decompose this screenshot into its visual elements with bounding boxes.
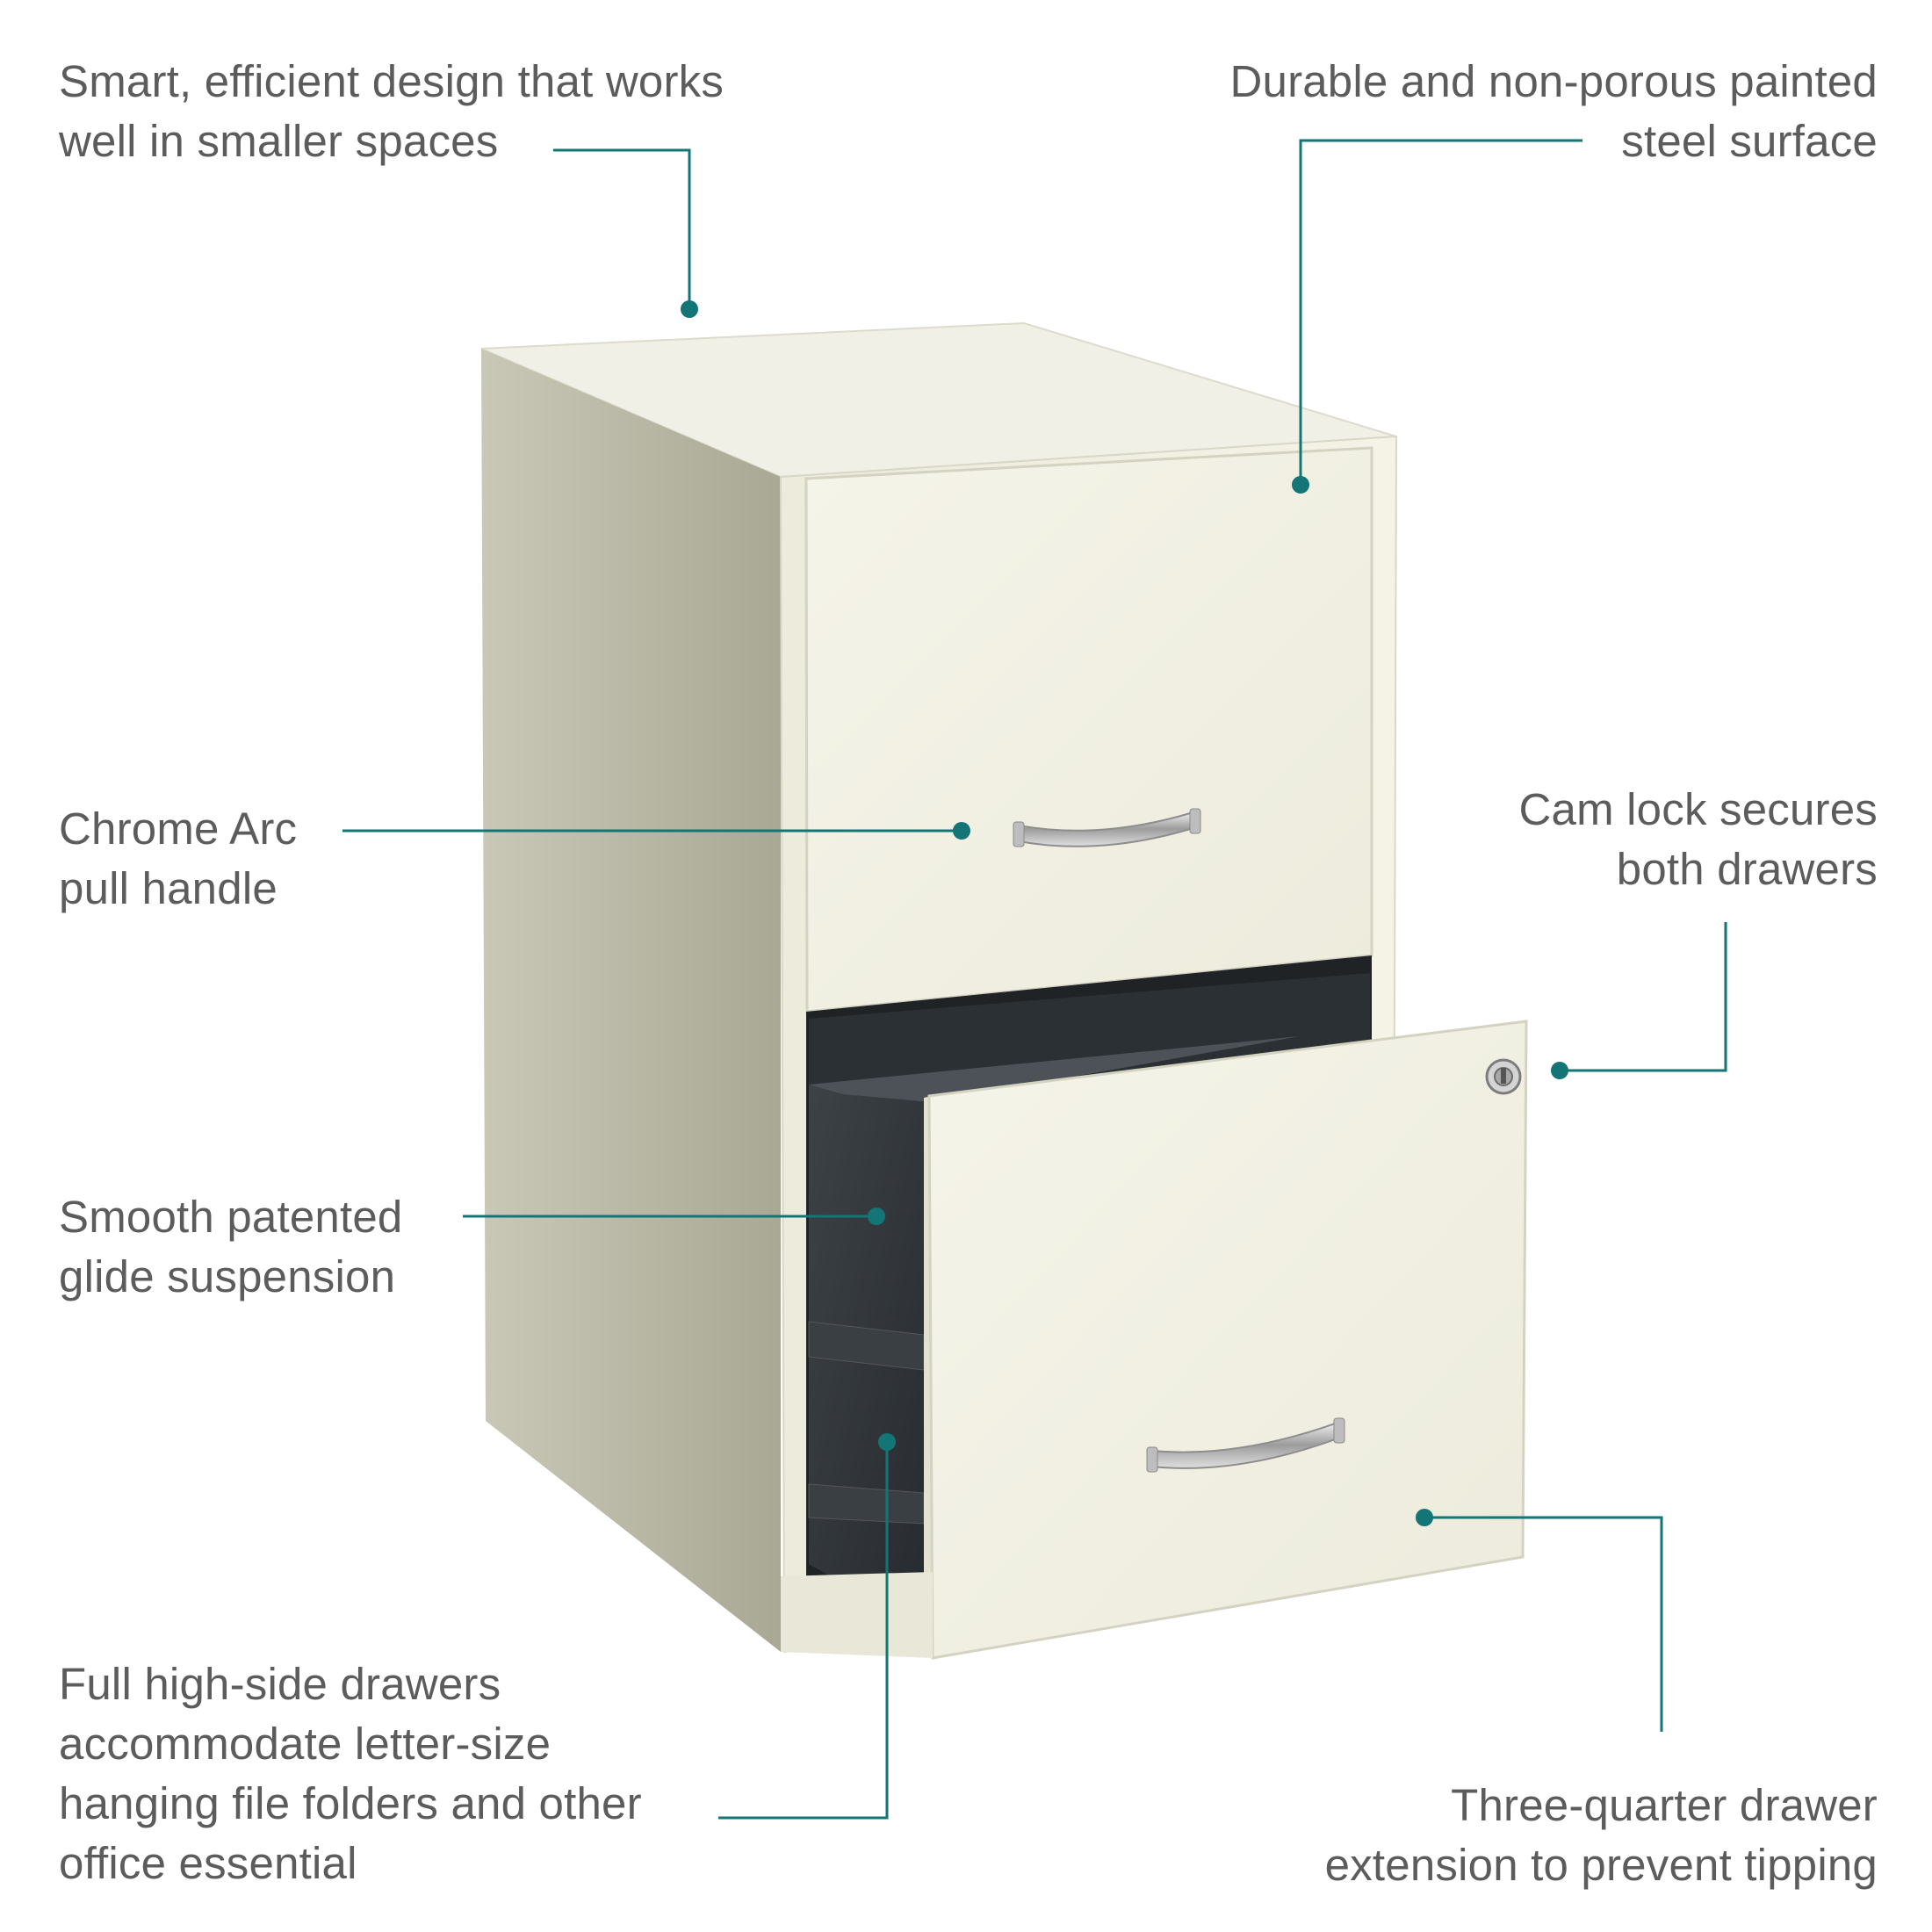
cam-lock-icon[interactable] xyxy=(1485,1058,1522,1095)
bottom-drawer[interactable] xyxy=(808,973,1528,1660)
leader-drawer-extension xyxy=(1424,1516,1663,1732)
cabinet-side-panel xyxy=(481,349,781,1652)
top-drawer[interactable] xyxy=(804,446,1373,1013)
callout-smart-design-line-1: Smart, efficient design that works xyxy=(59,56,724,106)
leader-dots xyxy=(681,300,1568,1526)
dot-glide-suspension xyxy=(868,1208,885,1225)
top-drawer-front xyxy=(804,446,1373,1013)
callout-steel-surface: Durable and non-porous painted steel sur… xyxy=(1229,52,1878,171)
callout-high-side-drawers-line-4: office essential xyxy=(59,1838,357,1888)
dot-steel-surface xyxy=(1292,476,1309,494)
callout-glide-suspension-line-1: Smooth patented xyxy=(59,1192,403,1242)
callout-cam-lock-line-2: both drawers xyxy=(1616,844,1878,894)
callout-smart-design-line-2: well in smaller spaces xyxy=(59,116,499,166)
dot-cam-lock xyxy=(1551,1062,1568,1079)
leader-lines xyxy=(342,139,1727,1820)
file-cabinet xyxy=(480,321,1528,1660)
cabinet-plinth xyxy=(781,1572,933,1658)
callout-glide-suspension-line-2: glide suspension xyxy=(59,1251,396,1301)
callout-drawer-extension-line-2: extension to prevent tipping xyxy=(1324,1840,1878,1890)
callout-cam-lock: Cam lock secures both drawers xyxy=(1519,780,1878,899)
dot-high-side-drawers xyxy=(878,1433,896,1451)
callout-high-side-drawers-line-3: hanging file folders and other xyxy=(59,1778,642,1828)
leader-cam-lock xyxy=(1560,922,1727,1072)
callout-steel-surface-line-1: Durable and non-porous painted xyxy=(1229,56,1878,106)
drawer-rim xyxy=(809,1036,1300,1102)
callout-drawer-extension-line-1: Three-quarter drawer xyxy=(1451,1780,1878,1830)
leader-steel-surface xyxy=(1299,139,1582,485)
callout-high-side-drawers-line-2: accommodate letter-size xyxy=(59,1719,551,1769)
callout-glide-suspension: Smooth patented glide suspension xyxy=(59,1187,402,1307)
leader-high-side-drawers xyxy=(718,1442,889,1820)
bottom-handle-mount-right xyxy=(1333,1417,1345,1444)
bottom-handle-mount-left xyxy=(1146,1446,1158,1473)
dot-pull-handle xyxy=(953,822,970,840)
callout-pull-handle-line-1: Chrome Arc xyxy=(59,804,298,854)
callout-steel-surface-line-2: steel surface xyxy=(1621,116,1878,166)
top-handle-mount-right xyxy=(1189,808,1201,834)
callout-smart-design: Smart, efficient design that works well … xyxy=(59,52,724,171)
callout-cam-lock-line-1: Cam lock secures xyxy=(1518,784,1878,834)
top-handle-mount-left xyxy=(1013,821,1025,847)
dot-drawer-extension xyxy=(1416,1509,1433,1526)
callout-pull-handle-line-2: pull handle xyxy=(59,863,278,913)
callout-high-side-drawers-line-1: Full high-side drawers xyxy=(59,1659,501,1709)
callout-drawer-extension: Three-quarter drawer extension to preven… xyxy=(1325,1776,1878,1895)
dot-smart-design xyxy=(681,300,698,318)
callout-high-side-drawers: Full high-side drawers accommodate lette… xyxy=(59,1654,642,1893)
bottom-drawer-front xyxy=(927,1020,1528,1660)
callout-pull-handle: Chrome Arc pull handle xyxy=(59,799,297,919)
leader-smart-design xyxy=(553,148,691,309)
